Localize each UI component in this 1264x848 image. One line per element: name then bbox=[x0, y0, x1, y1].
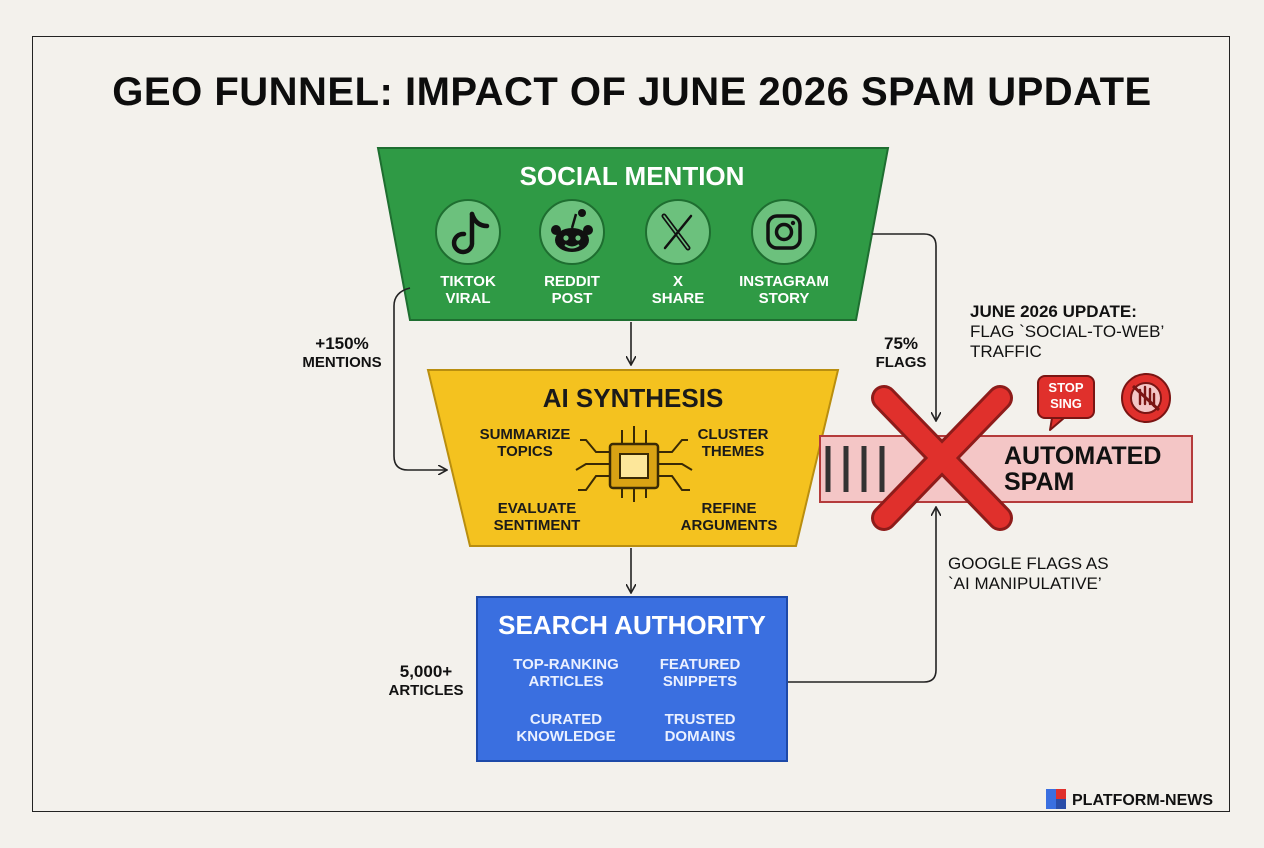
june-update-note: JUNE 2026 UPDATE: FLAG `SOCIAL-TO-WEB’ T… bbox=[970, 302, 1165, 361]
arrow-flags bbox=[872, 233, 936, 420]
red-cross-icon bbox=[871, 385, 1013, 531]
tiktok-icon bbox=[435, 199, 501, 265]
flags-annotation: 75% FLAGS bbox=[875, 334, 927, 371]
automated-spam-label: AUTOMATED SPAM bbox=[1004, 442, 1162, 496]
instagram-icon bbox=[751, 199, 817, 265]
social-mention-stage bbox=[376, 147, 890, 321]
ai-synthesis-title: AI SYNTHESIS bbox=[542, 383, 724, 413]
arrow-mentions-loop bbox=[393, 287, 446, 470]
platform-news-logo bbox=[1046, 789, 1066, 809]
ai-chip-icon bbox=[575, 426, 693, 502]
june-update-heading: JUNE 2026 UPDATE: bbox=[970, 302, 1137, 321]
arrow-google-flags bbox=[788, 508, 936, 683]
diagram-frame bbox=[32, 36, 1230, 812]
search-authority-title: SEARCH AUTHORITY bbox=[498, 610, 766, 640]
search-authority-stage bbox=[476, 596, 788, 762]
articles-annotation: 5,000+ ARTICLES bbox=[388, 662, 464, 699]
stop-sign-icon bbox=[1037, 375, 1095, 431]
reddit-icon bbox=[539, 199, 605, 265]
page-title: GEO FUNNEL: IMPACT OF JUNE 2026 SPAM UPD… bbox=[112, 70, 1152, 114]
stop-sign-text: STOP SING bbox=[1048, 380, 1084, 411]
spam-stripes bbox=[825, 446, 885, 492]
platform-news-brand: PLATFORM-NEWS bbox=[1072, 792, 1214, 809]
no-hand-icon bbox=[1121, 373, 1171, 423]
social-mention-title: SOCIAL MENTION bbox=[519, 161, 745, 191]
x-icon bbox=[645, 199, 711, 265]
google-flags-note: GOOGLE FLAGS AS `AI MANIPULATIVE’ bbox=[948, 554, 1109, 593]
mentions-annotation: +150% MENTIONS bbox=[302, 334, 382, 371]
